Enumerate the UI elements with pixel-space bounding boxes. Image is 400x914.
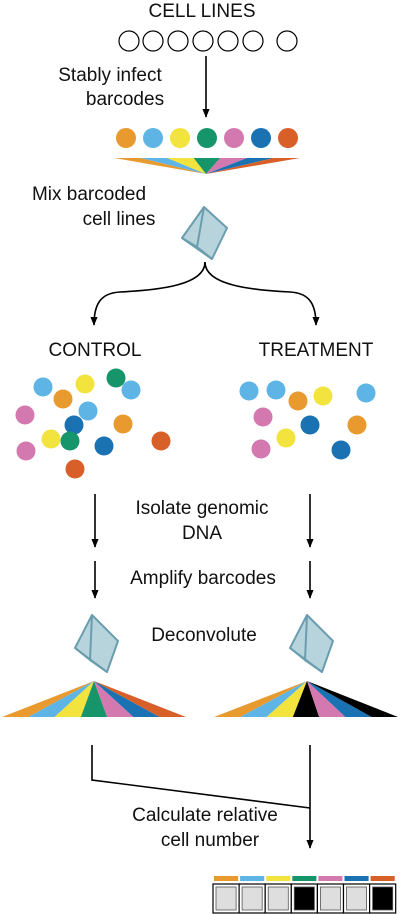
barcode-color-key	[370, 876, 395, 881]
barcoded-cell-line	[197, 128, 217, 148]
spectrum-band	[307, 681, 346, 717]
spectrum-band	[114, 158, 206, 174]
merge-line	[91, 745, 311, 809]
result-cell-empty	[267, 886, 289, 911]
result-cell-filled	[372, 886, 394, 911]
result-cell-empty	[346, 886, 368, 911]
barcode-spectrum-top	[114, 158, 300, 174]
cell	[300, 415, 320, 435]
result-cell-empty	[241, 886, 263, 911]
cell	[288, 391, 308, 411]
spectrum-band	[54, 681, 94, 717]
cell	[356, 383, 376, 403]
empty-cell-line	[142, 30, 164, 52]
spectrum-band	[2, 681, 94, 717]
result-cell-empty	[215, 886, 237, 911]
cell	[276, 428, 296, 448]
cell	[65, 459, 85, 479]
cell-lines-title: CELL LINES	[148, 1, 255, 22]
cell	[106, 368, 126, 388]
cell	[266, 380, 286, 400]
treatment-cell-mixture	[239, 380, 376, 460]
cell	[16, 441, 36, 461]
cell	[347, 415, 367, 435]
barcoded-cell-line	[116, 128, 136, 148]
cell	[94, 436, 114, 456]
treatment-label: TREATMENT	[259, 340, 374, 361]
empty-cell-lines-row	[118, 30, 298, 52]
barcoded-cell-line	[170, 128, 190, 148]
barcode-color-key	[266, 876, 291, 881]
barcode-color-key	[292, 876, 317, 881]
spectrum-band	[307, 681, 398, 717]
result-cell-filled	[293, 886, 315, 911]
empty-cell-line	[192, 30, 214, 52]
barcoded-cell-line	[224, 128, 244, 148]
barcode-color-key	[214, 876, 239, 881]
cell	[78, 401, 98, 421]
barcode-color-key	[240, 876, 265, 881]
step-label: Mix barcoded	[32, 184, 146, 205]
step-label: Deconvolute	[151, 625, 257, 646]
step-label: cell number	[161, 830, 260, 851]
prism-icon	[289, 614, 334, 673]
step-label: Amplify barcodes	[130, 568, 276, 589]
step-label: Calculate relative	[132, 805, 278, 826]
barcoded-cell-lines-row	[116, 128, 298, 148]
cell	[60, 431, 80, 451]
split-arrow-treatment	[204, 261, 320, 326]
cell	[151, 431, 171, 451]
cell	[251, 439, 271, 459]
control-cell-mixture	[15, 368, 171, 479]
cell	[253, 407, 273, 427]
split-arrow-control	[90, 261, 206, 326]
empty-cell-line	[167, 30, 189, 52]
relative-cell-number-table	[212, 876, 397, 914]
prism-icon	[74, 614, 119, 673]
spectrum-band	[240, 681, 307, 717]
spectrum-band	[167, 158, 206, 174]
empty-cell-line	[217, 30, 239, 52]
barcode-color-key	[318, 876, 343, 881]
cell	[41, 429, 61, 449]
prism-icon	[181, 206, 228, 260]
cell	[121, 380, 141, 400]
cell	[53, 389, 73, 409]
barcoded-cell-line	[143, 128, 163, 148]
cell	[33, 377, 53, 397]
spectrum-band	[140, 158, 206, 174]
step-label: cell lines	[83, 209, 156, 230]
barcode-spectrum-control	[2, 681, 186, 717]
cell	[75, 374, 95, 394]
spectrum-band	[214, 681, 307, 717]
cell	[331, 440, 351, 460]
spectrum-band	[206, 158, 300, 174]
cell	[64, 415, 84, 435]
cell	[113, 414, 133, 434]
empty-cell-line	[118, 30, 140, 52]
barcode-spectrum-treatment	[214, 681, 398, 717]
cell	[313, 386, 333, 406]
spectrum-band	[292, 681, 320, 717]
step-label: DNA	[182, 523, 222, 544]
barcoded-cell-line	[251, 128, 271, 148]
spectrum-band	[193, 158, 221, 174]
spectrum-band	[266, 681, 307, 717]
result-cell-empty	[319, 886, 341, 911]
cell	[239, 381, 259, 401]
barcode-color-key	[344, 876, 369, 881]
spectrum-band	[94, 681, 186, 717]
spectrum-band	[28, 681, 95, 717]
step-label: Isolate genomic	[135, 498, 268, 519]
step-label: Stably infect	[58, 65, 162, 86]
control-label: CONTROL	[49, 340, 142, 361]
barcoded-cell-line	[278, 128, 298, 148]
cell	[15, 405, 35, 425]
empty-cell-line	[276, 30, 298, 52]
step-label: barcodes	[86, 89, 164, 110]
spectrum-band	[80, 681, 108, 717]
empty-cell-line	[242, 30, 264, 52]
